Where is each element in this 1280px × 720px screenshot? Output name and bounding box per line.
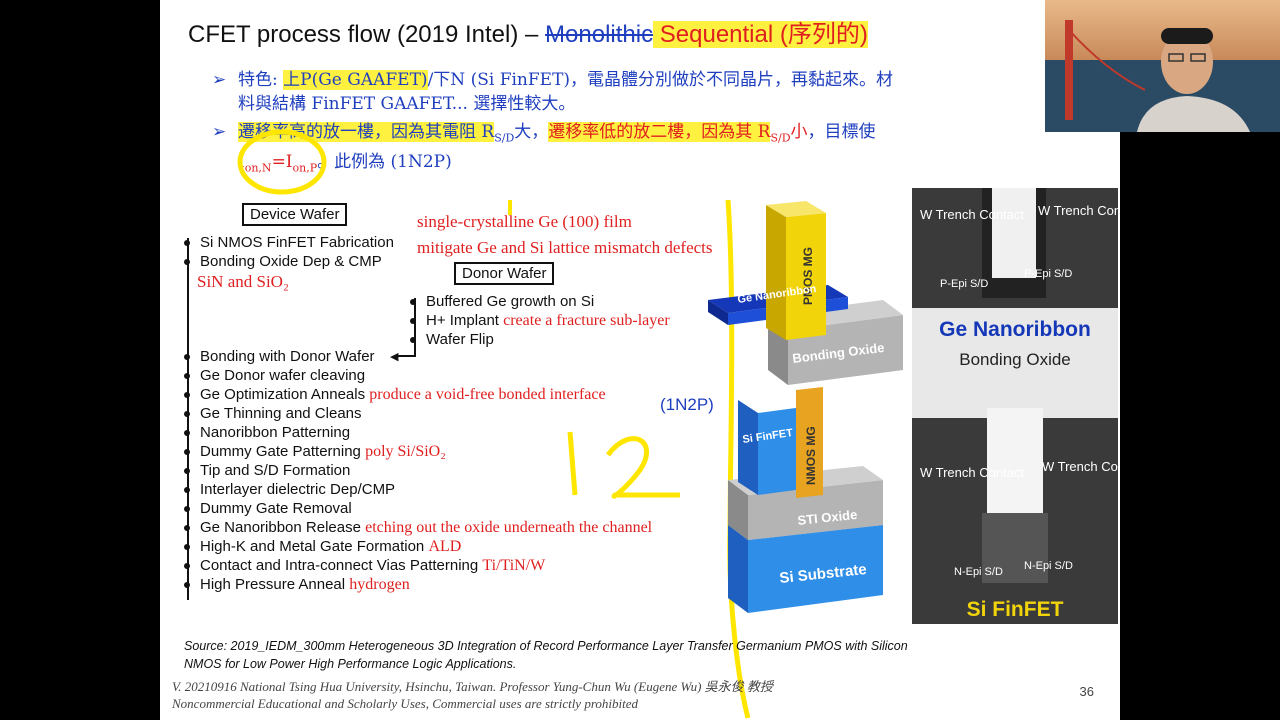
bullet-arrow-icon: ➢: [212, 70, 227, 90]
process-step: Contact and Intra-connect Vias Patternin…: [184, 557, 545, 575]
tem-p-epi-right: P-Epi S/D: [1024, 268, 1073, 280]
tem-image: W Trench Contact W Trench Contact P-Epi …: [912, 188, 1120, 624]
tem-si-finfet-label: Si FinFET: [966, 598, 1064, 621]
note-ge-film: single-crystalline Ge (100) film: [417, 212, 632, 231]
note-lattice-mismatch: mitigate Ge and Si lattice mismatch defe…: [417, 238, 713, 257]
nmos-gate: [796, 387, 823, 498]
tem-n-epi-right: N-Epi S/D: [1024, 560, 1073, 572]
title-red: Sequential (序列的): [653, 21, 868, 48]
donor-step: H+ Implant create a fracture sub-layer: [410, 312, 670, 330]
tem-p-epi-left: P-Epi S/D: [940, 278, 989, 290]
tem-bottom-contact: [982, 513, 1048, 583]
tem-fin: [987, 408, 1043, 518]
presentation-slide: CFET process flow (2019 Intel) – Monolit…: [160, 0, 1120, 720]
arrow-left-icon: ◀: [390, 351, 399, 363]
timeline-line: [187, 238, 189, 600]
tem-top-metal: [992, 188, 1036, 278]
process-step: Dummy Gate Removal: [184, 500, 352, 517]
nmos-mg-label: NMOS MG: [804, 426, 818, 485]
process-step: Ge Optimization Anneals produce a void-f…: [184, 386, 606, 404]
process-step: Si NMOS FinFET Fabrication: [184, 234, 394, 251]
substrate-front: [748, 525, 883, 613]
webcam-overlay: [1045, 0, 1280, 132]
process-step: Nanoribbon Patterning: [184, 424, 350, 441]
donor-step: Buffered Ge growth on Si: [410, 293, 594, 310]
sti-side: [728, 480, 748, 540]
substrate-side: [728, 525, 748, 613]
tem-bonding-region: [912, 308, 1118, 418]
page-number: 36: [1079, 684, 1094, 699]
process-step: Bonding Oxide Dep & CMP: [184, 253, 382, 270]
donor-timeline-line: [414, 298, 416, 356]
process-step: Bonding with Donor Wafer: [184, 348, 375, 365]
sti-front: [748, 480, 883, 540]
process-step: Ge Nanoribbon Release etching out the ox…: [184, 519, 652, 537]
sti-oxide-label: STI Oxide: [797, 507, 858, 528]
tem-w-trench-contact-tr: W Trench Contact: [1038, 203, 1120, 218]
process-step: Dummy Gate Patterning poly Si/SiO₂: [184, 443, 446, 461]
pmos-gate-front: [786, 213, 826, 340]
bullet-1: ➢ 特色: 上P(Ge GAAFET)/下N (Si FinFET)，電晶體分別…: [212, 70, 894, 114]
pmos-gate-side: [766, 205, 786, 340]
process-step: High-K and Metal Gate Formation ALD: [184, 538, 461, 556]
n2p-label: (1N2P): [660, 395, 714, 414]
bullet-arrow-icon: ➢: [212, 122, 227, 142]
process-step: High Pressure Anneal hydrogen: [184, 576, 410, 594]
tem-n-epi-left: N-Epi S/D: [954, 566, 1003, 578]
title-strikethrough: Monolithic: [545, 21, 654, 48]
slide-title: CFET process flow (2019 Intel) – Monolit…: [188, 21, 868, 48]
fin-side: [738, 400, 758, 495]
process-step: Ge Donor wafer cleaving: [184, 367, 365, 384]
donor-step: Wafer Flip: [410, 331, 494, 348]
process-step: Ge Thinning and Cleans: [184, 405, 362, 422]
webcam-video: [1045, 20, 1280, 132]
tem-w-trench-contact-tl: W Trench Contact: [920, 207, 1025, 222]
pmos-mg-label: PMOS MG: [801, 247, 815, 305]
donor-wafer-label: Donor Wafer: [454, 262, 555, 285]
slide-footer: V. 20210916 National Tsing Hua Universit…: [172, 679, 773, 711]
tem-ge-nanoribbon-label: Ge Nanoribbon: [939, 318, 1091, 341]
donor-connector: [396, 355, 416, 357]
tem-bonding-oxide-label: Bonding Oxide: [959, 350, 1071, 369]
note-sin-sio2: SiN and SiO₂: [197, 272, 289, 291]
process-step: Interlayer dielectric Dep/CMP: [184, 481, 395, 498]
process-step: Tip and S/D Formation: [184, 462, 350, 479]
tem-w-trench-contact-bl: W Trench Contact: [920, 465, 1025, 480]
cfet-3d-diagram: PMOS MG Ge Nanoribbon Bonding Oxide Si F…: [708, 201, 903, 613]
source-citation: Source: 2019_IEDM_300mm Heterogeneous 3D…: [184, 639, 908, 671]
tem-w-trench-contact-br: W Trench Contact: [1042, 459, 1120, 474]
device-wafer-label: Device Wafer: [242, 203, 348, 226]
